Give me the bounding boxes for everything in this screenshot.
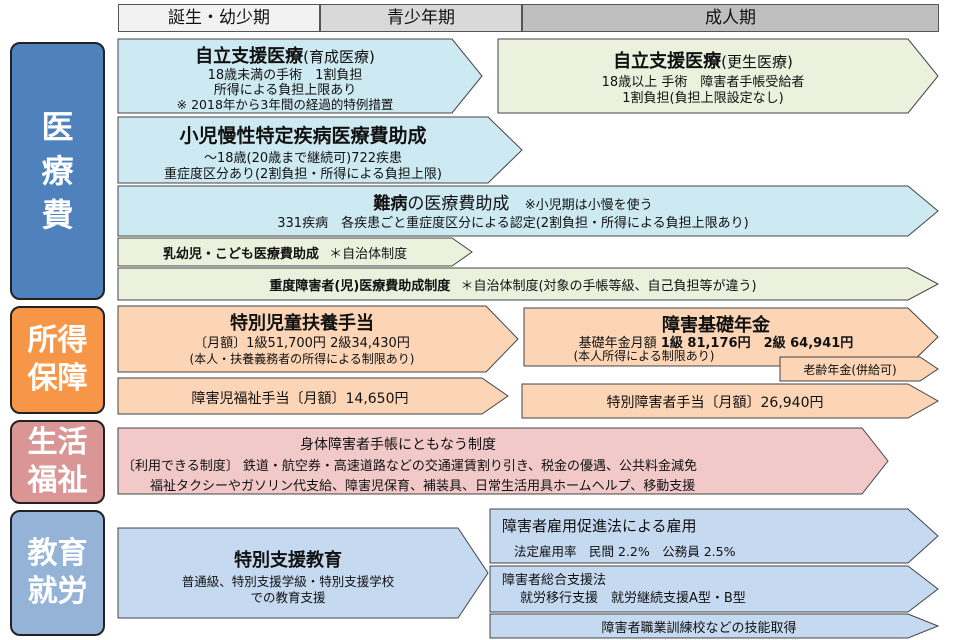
arrow-tokubetsu-jido-shape	[117, 305, 519, 373]
judo-title: 重度障害者(児)医療費助成制度	[269, 279, 451, 294]
phase-adult: 成人期	[522, 4, 939, 32]
nanbyo-line1: 331疾病 各疾患ごと重症度区分による認定(2割負担・所得による負担上限あり)	[277, 216, 749, 231]
tokubetsu-kyoiku-title: 特別支援教育	[234, 550, 342, 571]
kiso-nenkin-label: 基礎年金月額	[578, 336, 657, 351]
arrow-shoni-shape	[117, 116, 523, 184]
category-income: 所得 保障	[10, 306, 105, 414]
ikusei-title: 自立支援医療(育成医療)	[118, 42, 452, 68]
nyuyoji-title: 乳幼児・こども医療費助成	[162, 247, 319, 262]
sogo-title: 障害者総合支援法	[502, 573, 607, 588]
arrow-koyo-shape	[489, 508, 939, 564]
koyo-title: 障害者雇用促進法による雇用	[502, 517, 697, 535]
arrow-nanbyo-shape	[117, 185, 939, 237]
nyuyoji-note: ＊自治体制度	[329, 247, 408, 262]
ikusei-line1: 18歳未満の手術 1割負担	[207, 68, 363, 83]
arrow-sogo-shape	[489, 565, 939, 613]
category-edu: 教育 就労	[10, 510, 105, 636]
category-life: 生活 福祉	[10, 420, 105, 504]
life-line1: 身体障害者手帳にともなう制度	[300, 437, 496, 453]
arrow-kunren-shape	[489, 613, 940, 639]
arrow-ikusei-shape	[117, 38, 483, 114]
kousei-line1: 18歳以上 手術 障害者手帳受給者	[601, 75, 805, 90]
rorei-text: 老齢年金(併給可)	[803, 363, 897, 377]
judo-text: 重度障害者(児)医療費助成制度 ＊自治体制度(対象の手帳等級、自己負担等が違う)	[118, 275, 908, 294]
tokubetsu-shogai-text: 特別障害者手当〔月額〕26,940円	[606, 395, 824, 411]
arrow-kousei-shape	[497, 38, 939, 114]
nanbyo-title-bold: 難病	[373, 194, 408, 214]
nanbyo-note: ※小児期は小慢を使う	[524, 198, 653, 213]
arrow-shogaiji-shape	[117, 377, 509, 415]
ikusei-title-sub: (育成医療)	[303, 48, 375, 66]
life-line2: 〔利用できる制度〕 鉄道・航空券・高速道路などの交通運賃割り引き、税金の優遇、公…	[122, 459, 697, 474]
kousei-title-sub: (更生医療)	[721, 53, 793, 71]
kiso-nenkin-line2: (本人所得による制限あり)	[573, 349, 715, 363]
kousei-title: 自立支援医療(更生医療)	[498, 47, 908, 73]
arrow-nyuyoji-shape	[117, 237, 473, 267]
arrow-rorei-shape	[779, 356, 939, 382]
arrow-kiso-nenkin-shape	[523, 307, 939, 367]
ikusei-line3: ※ 2018年から3年間の経過的特例措置	[176, 97, 394, 112]
category-medical: 医 療 費	[10, 42, 105, 300]
kiso-nenkin-values: 1級 81,176円 2級 64,941円	[660, 336, 854, 351]
tokubetsu-kyoiku-line1: 普通級、特別支援学級・特別支援学校	[181, 574, 395, 589]
nanbyo-title-rest: の医療費助成	[407, 194, 510, 214]
ikusei-title-main: 自立支援医療	[195, 46, 304, 67]
nyuyoji-text: 乳幼児・こども医療費助成 ＊自治体制度	[118, 243, 452, 262]
arrow-judo-shape	[117, 267, 940, 301]
ikusei-line2: 所得による負担上限あり	[213, 83, 357, 98]
shoni-line2: 重症度区分あり(2割負担・所得による負担上限)	[163, 167, 443, 182]
kunren-text: 障害者職業訓練校などの技能取得	[601, 621, 797, 636]
arrow-life-shape	[117, 427, 889, 495]
shogaiji-text: 障害児福祉手当〔月額〕14,650円	[191, 391, 409, 407]
nanbyo-title: 難病の医療費助成 ※小児期は小慢を使う	[118, 189, 908, 214]
tokubetsu-jido-line2: (本人・扶養義務者の所得による制限あり)	[189, 352, 415, 366]
tokubetsu-kyoiku-line2: での教育支援	[250, 590, 326, 605]
kousei-title-main: 自立支援医療	[613, 51, 722, 72]
kiso-nenkin-line1: 基礎年金月額 1級 81,176円 2級 64,941円	[524, 332, 908, 351]
tokubetsu-jido-title: 特別児童扶養手当	[230, 313, 374, 334]
arrow-tokubetsu-kyoiku-shape	[117, 527, 489, 619]
phase-birth-childhood: 誕生・幼少期	[118, 4, 320, 32]
koyo-line1: 法定雇用率 民間 2.2% 公務員 2.5%	[514, 544, 736, 559]
shoni-line1: ～18歳(20歳まで継続可)722疾患	[203, 151, 403, 166]
phase-youth: 青少年期	[320, 4, 522, 32]
judo-note: ＊自治体制度(対象の手帳等級、自己負担等が違う)	[460, 279, 757, 294]
life-line3: 福祉タクシーやガソリン代支給、障害児保育、補装具、日常生活用具ホームヘルプ、移動…	[150, 479, 696, 494]
shoni-title: 小児慢性特定疾病医療費助成	[179, 125, 427, 147]
kiso-nenkin-title: 障害基礎年金	[662, 315, 770, 336]
tokubetsu-jido-line1: 〔月額〕1級51,700円 2級34,430円	[194, 336, 410, 351]
sogo-line1: 就労移行支援 就労継続支援A型・B型	[520, 591, 746, 606]
kousei-line2: 1割負担(負担上限設定なし)	[622, 91, 784, 106]
arrow-tokubetsu-shogai-shape	[521, 383, 940, 419]
